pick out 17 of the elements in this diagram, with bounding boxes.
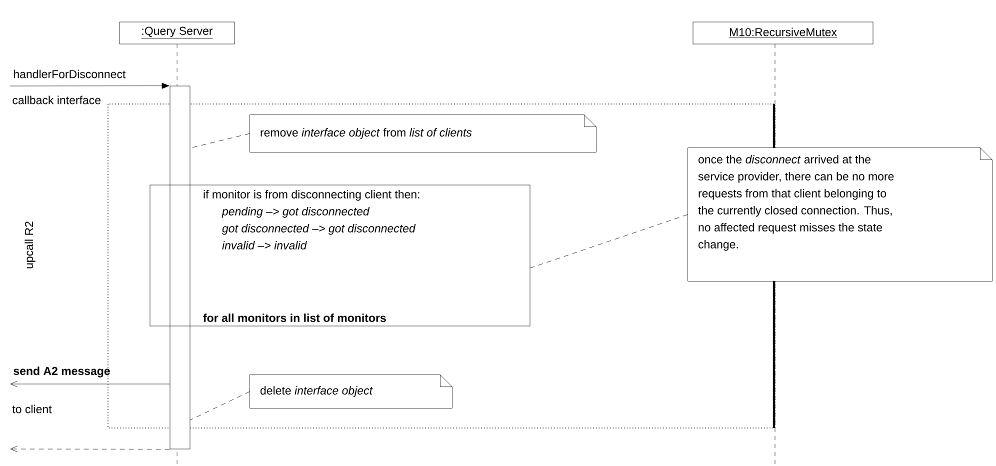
message-label: callback interface (12, 96, 101, 104)
activation-bar (170, 86, 190, 450)
lifeline-head: :Query Server (119, 22, 235, 44)
message-arrow (10, 446, 170, 452)
note: delete interface object (250, 374, 452, 408)
message-label: send A2 message (14, 366, 110, 378)
frame-label: upcall R2 (24, 222, 36, 268)
message-label: handlerForDisconnect (14, 70, 126, 78)
note: remove interface object from list of clients (250, 114, 596, 152)
leader-line (190, 391, 250, 420)
leader-line (190, 133, 250, 148)
message-arrow (10, 380, 170, 388)
note: once the disconnect arrived at the service provider, there can be no more requests from that client belonging to the currently closed connection. Thus, no affected request misses the state change. (688, 148, 992, 282)
lifeline-head: M10:RecursiveMutex (692, 22, 874, 44)
leader-line (530, 214, 688, 268)
message-label: to client (12, 404, 52, 414)
message-arrow (10, 82, 170, 89)
